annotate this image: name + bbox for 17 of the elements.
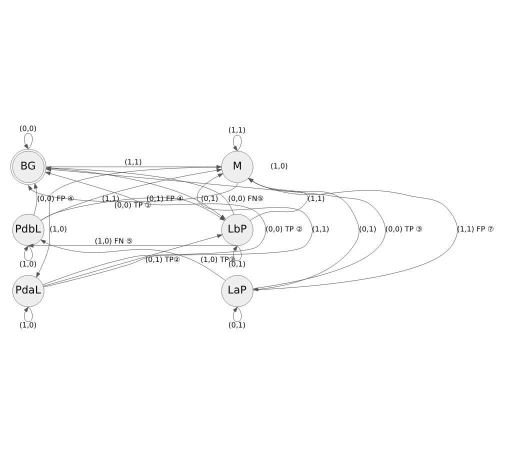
arrow [24, 306, 33, 322]
node-circle: PdaL [12, 274, 44, 307]
node-circle: LaP [221, 274, 254, 307]
arrow [232, 306, 242, 322]
arrow [43, 172, 313, 287]
node-circle: PdbL [12, 213, 44, 246]
arrow [34, 182, 38, 215]
arrow [232, 245, 242, 260]
arrow [24, 132, 33, 149]
arrow [40, 239, 226, 280]
arrow [28, 243, 238, 248]
arrow [24, 245, 33, 260]
arrow [28, 182, 238, 202]
arrow [248, 177, 308, 220]
arrow [42, 171, 266, 285]
arrow [43, 234, 223, 286]
arrow [232, 134, 242, 151]
